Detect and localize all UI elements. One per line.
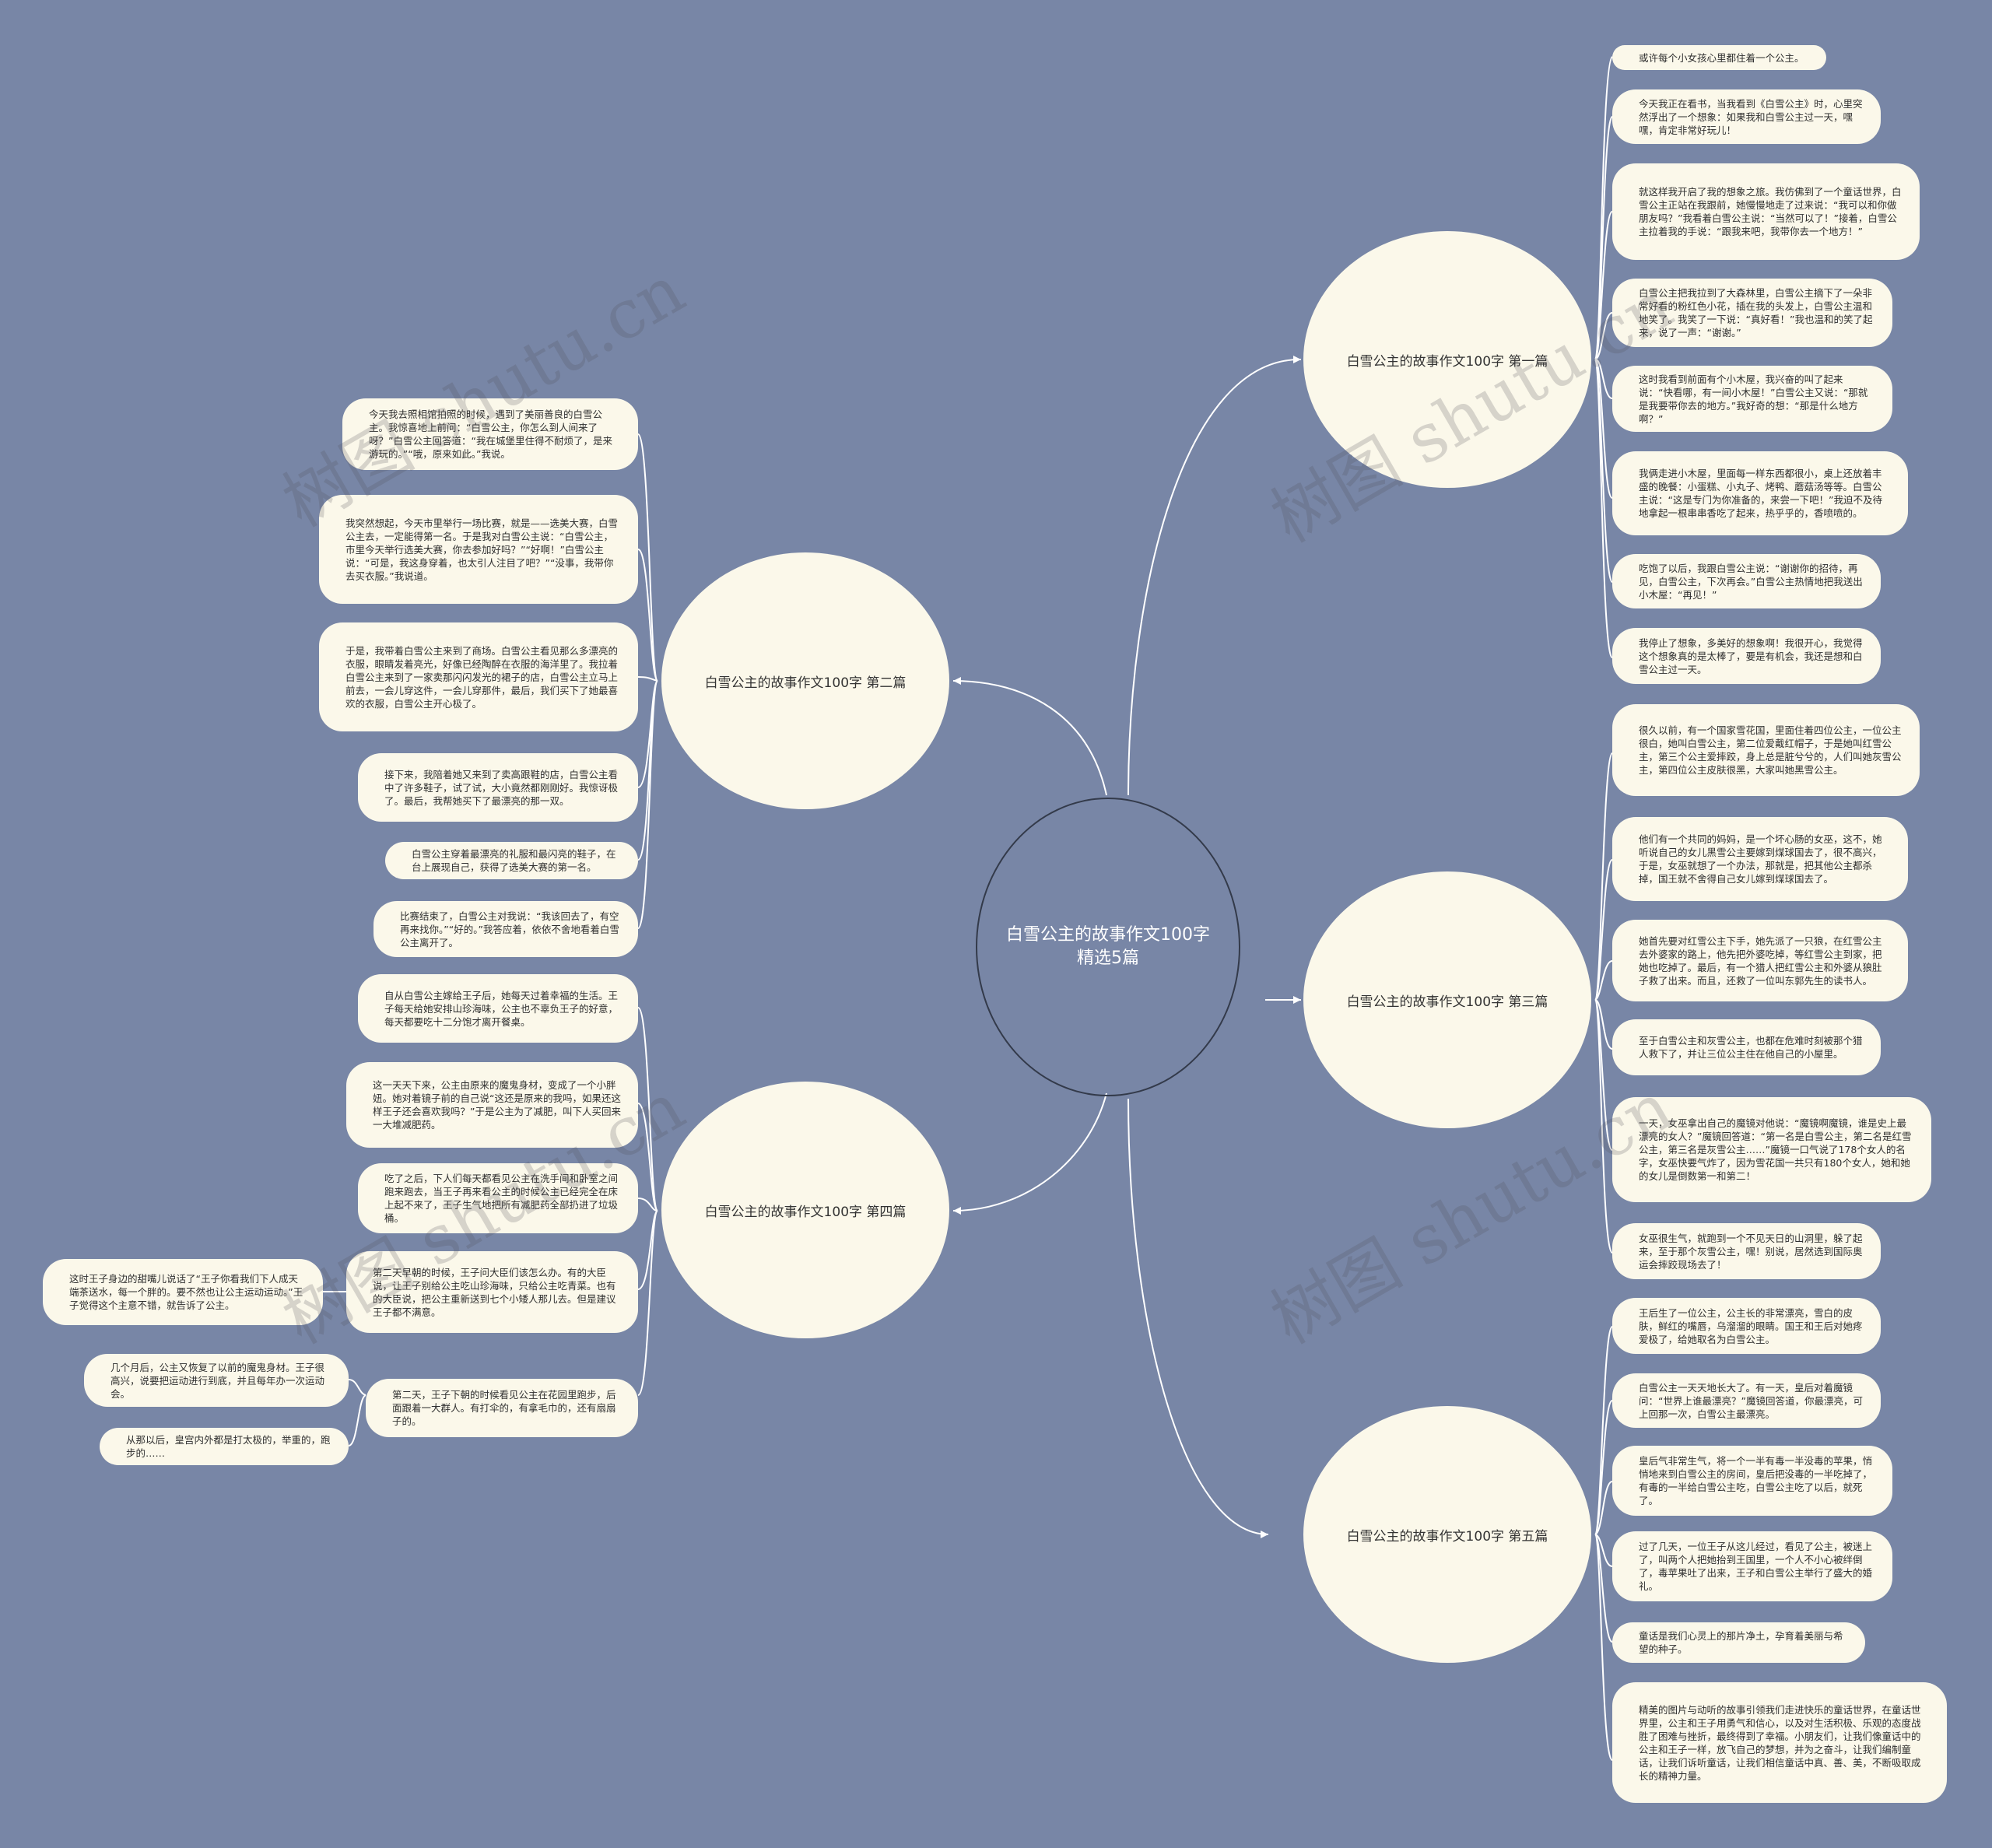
leaf-node[interactable]: 比赛结束了，白雪公主对我说：“我该回去了，有空再来找你。”“好的。”我答应着，依… [374,901,638,957]
leaf-node[interactable]: 这时我看到前面有个小木屋，我兴奋的叫了起来说：“快看哪，有一间小木屋！”白雪公主… [1612,366,1892,432]
leaf-node[interactable]: 很久以前，有一个国家雪花国，里面住着四位公主，一位公主很白，她叫白雪公主，第二位… [1612,704,1920,796]
leaf-node[interactable]: 于是，我带着白雪公主来到了商场。白雪公主看见那么多漂亮的衣服，眼睛发着亮光，好像… [319,622,638,731]
central-topic[interactable]: 白雪公主的故事作文100字精选5篇 [976,798,1240,1096]
link-center-b1 [1128,358,1302,796]
leaf-node[interactable]: 就这样我开启了我的想象之旅。我仿佛到了一个童话世界，白雪公主正站在我跟前，她慢慢… [1612,163,1920,260]
leaf-node[interactable]: 今天我去照相馆拍照的时候，遇到了美丽善良的白雪公主。我惊喜地上前问：“白雪公主，… [342,398,638,470]
branch-topic-3[interactable]: 白雪公主的故事作文100字 第三篇 [1303,871,1591,1128]
sub-leaf-node[interactable]: 这时王子身边的甜嘴儿说话了“王子你看我们下人成天端茶送水，每一个胖的。要不然也让… [43,1259,323,1325]
leaf-node[interactable]: 自从白雪公主嫁给王子后，她每天过着幸福的生活。王子每天给她安排山珍海味，公主也不… [358,974,638,1043]
branch-topic-1[interactable]: 白雪公主的故事作文100字 第一篇 [1303,231,1591,488]
leaf-node[interactable]: 吃饱了以后，我跟白雪公主说：“谢谢你的招待，再见，白雪公主，下次再会。”白雪公主… [1612,554,1881,608]
leaf-node[interactable]: 一天，女巫拿出自己的魔镜对他说：“魔镜啊魔镜，谁是史上最漂亮的女人？”魔镜回答道… [1612,1097,1931,1202]
leaf-node[interactable]: 我突然想起，今天市里举行一场比赛，就是——选美大赛，白雪公主去，一定能得第一名。… [319,495,638,604]
leaf-node[interactable]: 这一天天下来，公主由原来的魔鬼身材，变成了一个小胖妞。她对着镜子前的自己说“这还… [346,1062,638,1148]
sub-leaf-node[interactable]: 几个月后，公主又恢复了以前的魔鬼身材。王子很高兴，说要把运动进行到底，并且每年办… [84,1354,349,1407]
leaf-node[interactable]: 女巫很生气，就跑到一个不见天日的山洞里，躲了起来，至于那个灰雪公主，嘿！别说，居… [1612,1223,1881,1279]
leaf-node[interactable]: 吃了之后，下人们每天都看见公主在洗手间和卧室之间跑来跑去，当王子再来看公主的时候… [358,1163,638,1233]
leaf-node[interactable]: 白雪公主穿着最漂亮的礼服和最闪亮的鞋子，在台上展现自己，获得了选美大赛的第一名。 [385,842,638,879]
link-center-b2 [952,680,1107,796]
leaf-node[interactable]: 或许每个小女孩心里都住着一个公主。 [1612,45,1826,70]
leaf-node[interactable]: 精美的图片与动听的故事引领我们走进快乐的童话世界，在童话世界里，公主和王子用勇气… [1612,1682,1947,1803]
leaf-node[interactable]: 她首先要对红雪公主下手，她先派了一只狼，在红雪公主去外婆家的路上，他先把外婆吃掉… [1612,920,1908,1001]
branch-topic-2[interactable]: 白雪公主的故事作文100字 第二篇 [661,552,949,809]
leaf-node[interactable]: 皇后气非常生气，将一个一半有毒一半没毒的苹果，悄悄地来到白雪公主的房间，皇后把没… [1612,1446,1892,1516]
leaf-node[interactable]: 童话是我们心灵上的那片净土，孕育着美丽与希望的种子。 [1612,1622,1865,1663]
leaf-node[interactable]: 我停止了想象，多美好的想象啊！我很开心，我觉得这个想象真的是太棒了，要是有机会，… [1612,628,1881,684]
sub-leaf-node[interactable]: 从那以后，皇宫内外都是打太极的，举重的，跑步的…… [100,1428,349,1465]
leaf-node[interactable]: 接下来，我陪着她又来到了卖高跟鞋的店，白雪公主看中了许多鞋子，试了试，大小竟然都… [358,753,638,822]
leaf-node[interactable]: 王后生了一位公主，公主长的非常漂亮，雪白的皮肤，鲜红的嘴唇，乌溜溜的眼睛。国王和… [1612,1298,1881,1354]
leaf-node[interactable]: 过了几天，一位王子从这儿经过，看见了公主，被迷上了，叫两个人把她抬到王国里，一个… [1612,1531,1892,1601]
leaf-node[interactable]: 我俩走进小木屋，里面每一样东西都很小，桌上还放着丰盛的晚餐：小蛋糕、小丸子、烤鸭… [1612,451,1908,535]
leaf-node[interactable]: 白雪公主一天天地长大了。有一天，皇后对着魔镜问：“世界上谁最漂亮？”魔镜回答道，… [1612,1373,1881,1428]
link-center-b4 [952,1092,1107,1212]
leaf-node[interactable]: 他们有一个共同的妈妈，是一个坏心肠的女巫，这不，她听说自己的女儿黑雪公主要嫁到煤… [1612,817,1908,901]
leaf-node[interactable]: 今天我正在看书，当我看到《白雪公主》时，心里突然浮出了一个想象：如果我和白雪公主… [1612,89,1881,144]
branch-topic-4[interactable]: 白雪公主的故事作文100字 第四篇 [661,1082,949,1338]
leaf-node[interactable]: 第二天，王子下朝的时候看见公主在花园里跑步，后面跟着一大群人。有打伞的，有拿毛巾… [366,1379,638,1437]
leaf-node[interactable]: 第二天早朝的时候，王子问大臣们该怎么办。有的大臣说，让王子别给公主吃山珍海味，只… [346,1251,638,1333]
leaf-node[interactable]: 至于白雪公主和灰雪公主，也都在危难时刻被那个猎人救下了，并让三位公主住在他自己的… [1612,1019,1881,1075]
leaf-node[interactable]: 白雪公主把我拉到了大森林里，白雪公主摘下了一朵非常好看的粉红色小花，插在我的头发… [1612,279,1892,347]
link-center-b5 [1128,1098,1269,1535]
branch-topic-5[interactable]: 白雪公主的故事作文100字 第五篇 [1303,1406,1591,1663]
